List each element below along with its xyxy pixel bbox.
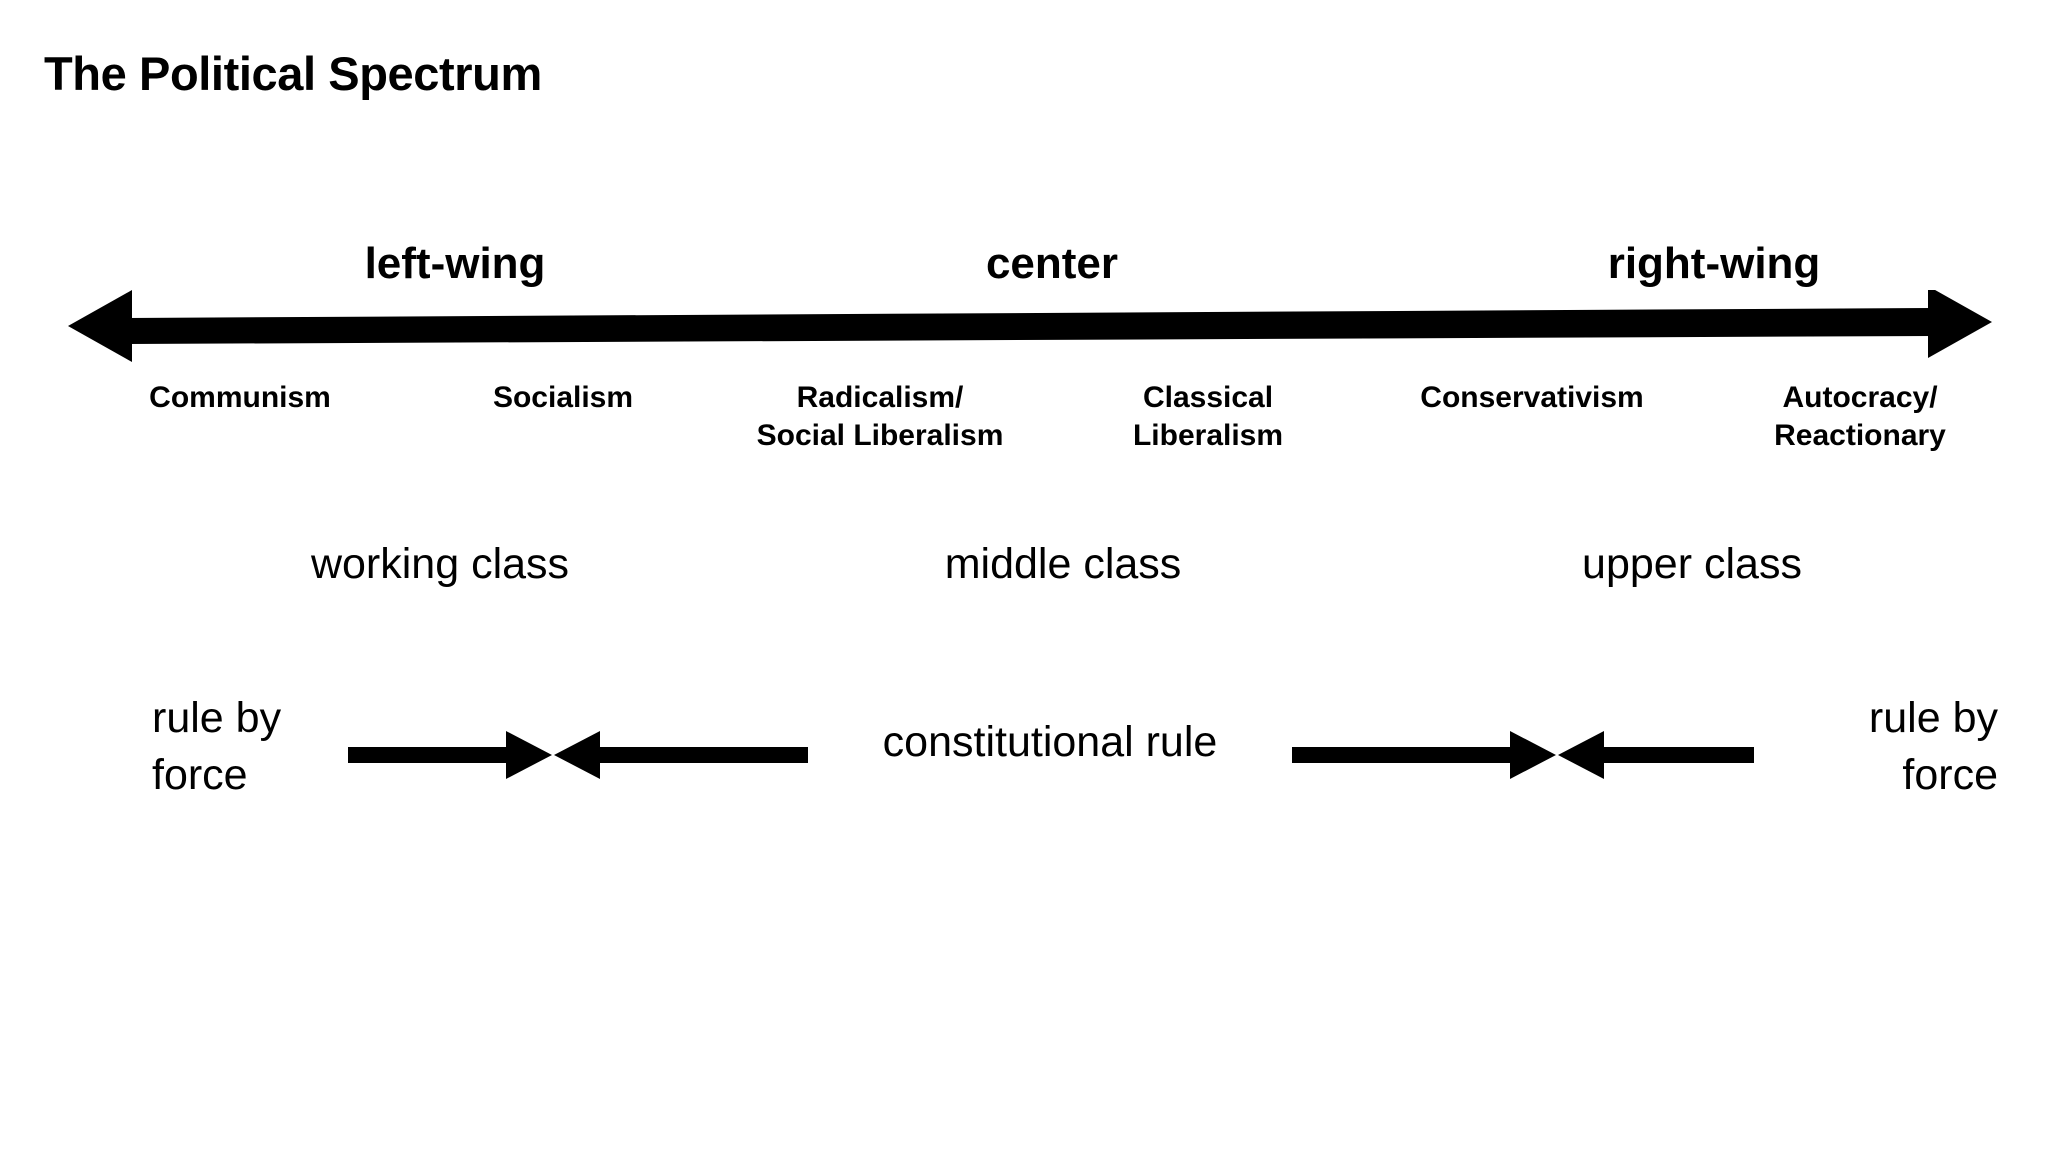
class-label-upper: upper class [1582,540,1802,588]
axis-label-left-wing: left-wing [364,239,546,288]
converge-left-arrowhead-a [506,731,552,779]
ideology-radicalism-line2: Social Liberalism [756,419,1004,453]
rule-by-force-left: rule by force [152,690,281,804]
class-label-middle: middle class [944,540,1182,588]
ideology-autocracy-line1: Autocracy/ [1782,381,1938,414]
ideology-radicalism-line1: Radicalism/ [796,381,964,414]
class-label-working: working class [310,540,570,588]
rule-by-force-right: rule by force [1869,690,1998,804]
rule-by-force-right-line1: rule by [1868,694,1998,742]
ideology-communism: Communism [149,379,331,417]
converge-right-shaft-a [1292,747,1516,763]
converge-right-arrowhead-b [1558,731,1604,779]
converge-left-shaft-a [348,747,514,763]
ideology-radicalism-social-liberalism: Radicalism/ Social Liberalism [757,379,1004,456]
ideology-classical-line2: Liberalism [1132,419,1284,453]
ideology-socialism: Socialism [493,379,633,417]
converge-right-arrowhead-a [1510,731,1556,779]
axis-label-center: center [985,239,1119,288]
converging-arrows-left [348,726,808,784]
ideology-classical-liberalism: Classical Liberalism [1133,379,1283,456]
ideology-autocracy-line2: Reactionary [1774,419,1946,453]
constitutional-rule-label: constitutional rule [882,718,1218,766]
rule-by-force-right-line2: force [1902,750,1998,799]
ideology-autocracy-reactionary: Autocracy/ Reactionary [1774,379,1946,456]
ideology-socialism-line1: Socialism [492,381,634,414]
axis-arrowhead-right [1928,290,1992,358]
axis-shaft [128,308,1932,344]
converge-right-shaft-b [1600,747,1754,763]
rule-by-force-left-line1: rule by [152,694,282,742]
converge-left-arrowhead-b [554,731,600,779]
converging-arrows-right [1292,726,1754,784]
spectrum-axis-arrow [60,290,2000,366]
ideology-conservativism: Conservativism [1420,379,1643,417]
ideology-communism-line1: Communism [149,381,331,414]
converge-left-shaft-b [596,747,808,763]
axis-label-right-wing: right-wing [1607,239,1821,288]
rule-by-force-left-line2: force [152,750,248,799]
axis-arrowhead-left [68,290,132,362]
page-title: The Political Spectrum [44,47,542,100]
ideology-classical-line1: Classical [1142,381,1274,414]
ideology-conservativism-line1: Conservativism [1420,381,1644,414]
